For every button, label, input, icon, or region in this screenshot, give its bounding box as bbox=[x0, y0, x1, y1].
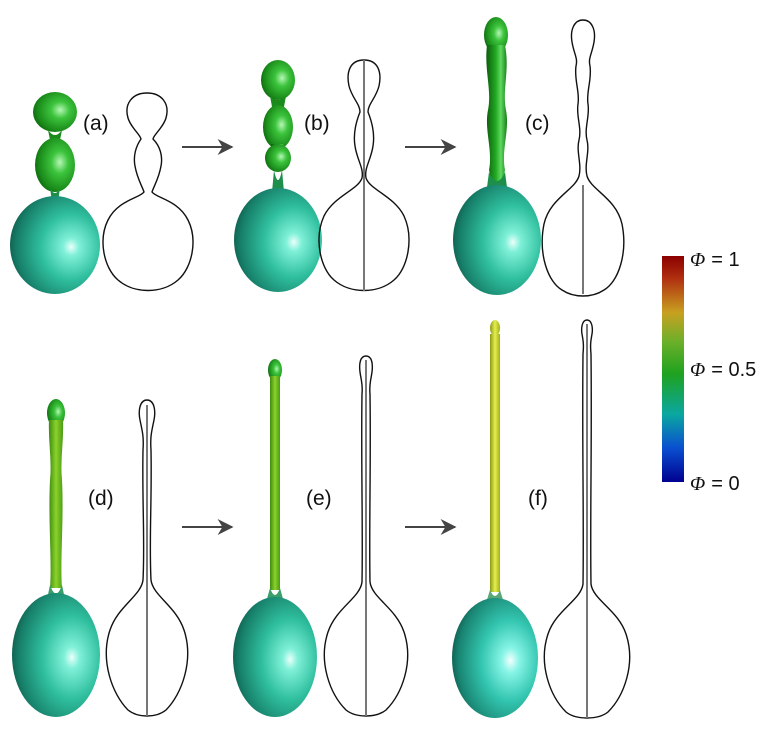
panel-a-outline bbox=[102, 92, 194, 292]
colorbar-gradient bbox=[662, 256, 684, 482]
panel-b-outline bbox=[318, 59, 410, 292]
panel-f-outline bbox=[543, 319, 631, 719]
panel-label-c: (c) bbox=[525, 112, 550, 135]
panel-b-render bbox=[234, 60, 322, 292]
panel-label-b: (b) bbox=[304, 112, 330, 135]
panel-c-render bbox=[453, 17, 541, 295]
colorbar-label-top: Φ= 1 bbox=[690, 249, 740, 271]
colorbar-label-mid: Φ= 0.5 bbox=[690, 359, 756, 381]
panel-d-outline bbox=[105, 399, 189, 717]
panel-label-d: (d) bbox=[88, 487, 114, 510]
panel-a-render bbox=[10, 92, 100, 294]
panel-label-e: (e) bbox=[306, 487, 332, 510]
panel-e-outline bbox=[323, 355, 409, 717]
panel-label-a: (a) bbox=[83, 112, 109, 135]
panel-e-render bbox=[233, 359, 317, 717]
colorbar-label-bottom: Φ= 0 bbox=[690, 473, 740, 495]
panel-label-f: (f) bbox=[528, 487, 548, 510]
colorbar: Φ= 1 Φ= 0.5 Φ= 0 bbox=[662, 249, 756, 495]
panel-d-render bbox=[12, 399, 100, 717]
panel-c-outline bbox=[541, 19, 625, 297]
panel-f-render bbox=[452, 320, 538, 718]
